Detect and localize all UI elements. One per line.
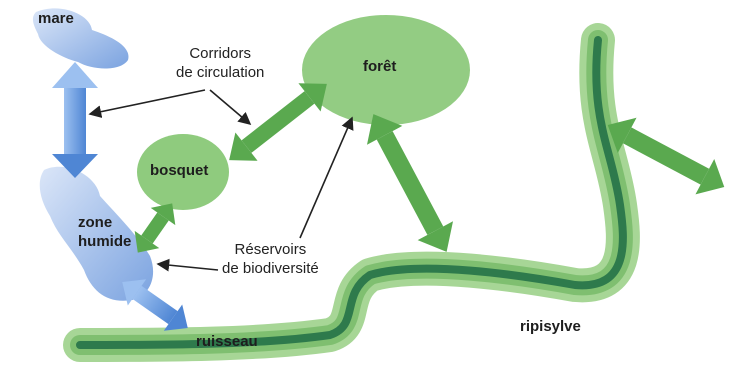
ripisylve-label: ripisylve xyxy=(520,318,581,335)
corridors-pointer-line-right xyxy=(209,89,252,126)
ruisseau-stream xyxy=(76,36,627,349)
zone-humide-label: zone humide xyxy=(78,214,132,250)
mare-shape xyxy=(32,8,129,69)
corridors-annotation: Corridors de circulation xyxy=(176,45,265,81)
foret-label: forêt xyxy=(363,58,397,75)
green-corridor-arrow-bosquet-zone xyxy=(134,203,176,253)
bosquet-shape xyxy=(137,134,229,210)
blue-corridor-arrow-diagonal xyxy=(122,279,188,331)
corridors-pointer-line-left xyxy=(88,89,206,118)
reservoirs-annotation: Réservoirs de biodiversité xyxy=(222,241,319,277)
bosquet-label: bosquet xyxy=(150,162,209,179)
foret-shape xyxy=(302,15,470,125)
blue-corridor-arrow-vertical xyxy=(52,62,98,178)
reservoirs-pointer-line-left xyxy=(156,258,219,272)
zone-humide-shape xyxy=(39,166,154,301)
green-corridor-arrow-bosquet-foret xyxy=(229,83,327,161)
green-corridor-arrow-ripisylve-right xyxy=(607,117,725,195)
ruisseau-label: ruisseau xyxy=(196,333,258,350)
green-corridor-arrow-foret-ripisylve xyxy=(366,114,454,252)
mare-label: mare xyxy=(38,10,74,27)
reservoirs-pointer-line-up xyxy=(299,116,354,239)
